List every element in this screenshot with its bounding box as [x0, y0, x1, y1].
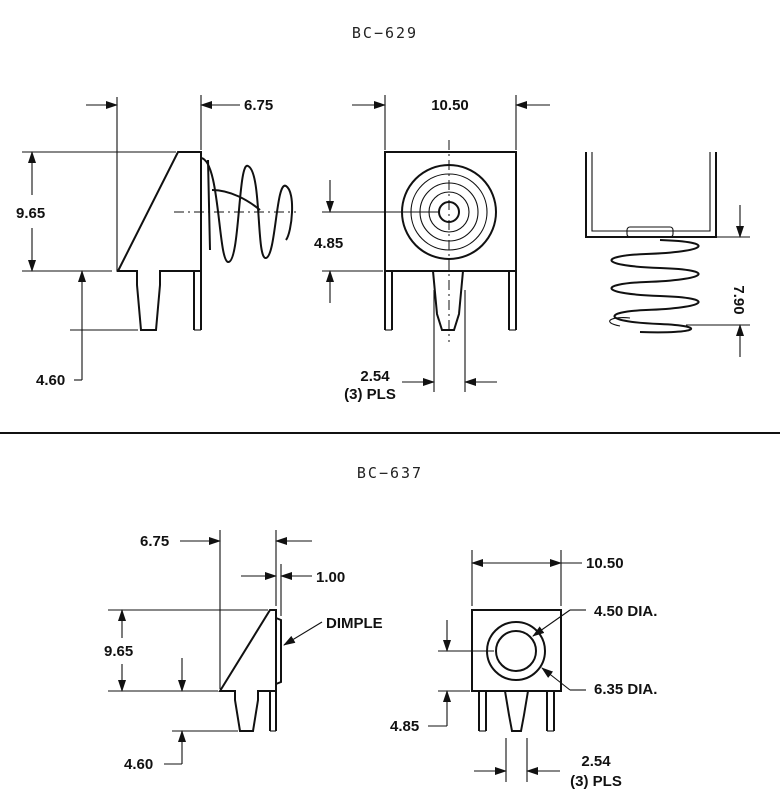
bc629-pitch-note: (3) PLS [344, 386, 396, 403]
bc629-coil-height-label: 7.90 [730, 285, 747, 314]
bc637-side-view [218, 609, 282, 732]
coil-spring [200, 157, 293, 264]
bc637-front-width-label: 10.50 [586, 555, 624, 572]
bc629-pitch-label: 2.54 [360, 368, 390, 385]
bc637-outer-dia-label: 6.35 DIA. [594, 681, 657, 698]
bc629-front-center-height-label: 4.85 [314, 235, 343, 252]
bc637-front-view [471, 609, 562, 732]
bc637-pitch-label: 2.54 [581, 753, 611, 770]
bc637-pitch-note: (3) PLS [570, 773, 622, 790]
bc637-dimple-label: DIMPLE [326, 615, 383, 632]
bc637-inner-dia-label: 4.50 DIA. [594, 603, 657, 620]
bc637-side-pin-label: 4.60 [124, 756, 153, 773]
bc637-front-center-height-label: 4.85 [390, 718, 419, 735]
bc629-side-width-label: 6.75 [244, 97, 273, 114]
bc629-side-height-label: 9.65 [16, 205, 45, 222]
bc637-side-width-label: 6.75 [140, 533, 169, 550]
title-bc637: BC−637 [357, 464, 423, 482]
bc637-side-height-label: 9.65 [104, 643, 133, 660]
bc629-front-width-label: 10.50 [431, 97, 469, 114]
title-bc629: BC−629 [352, 24, 418, 42]
bc629-side-pin-label: 4.60 [36, 372, 65, 389]
bc637-thickness-label: 1.00 [316, 569, 345, 586]
bc629-side-view [116, 151, 296, 331]
bc629-front-view [384, 140, 517, 342]
bc629-coil-view [585, 152, 717, 334]
